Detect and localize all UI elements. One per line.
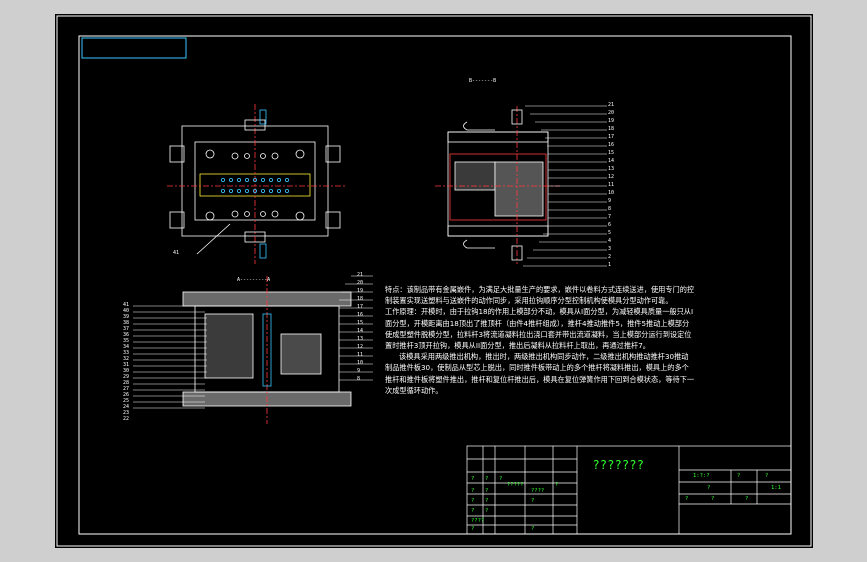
title-block-cell: ? bbox=[531, 526, 535, 532]
description-paragraph-2: 工作原理：开模时，由于拉钩18的作用上模部分不动，模具从I面分型，为减轻模具质量… bbox=[385, 307, 694, 351]
part-number-label: 6 bbox=[608, 222, 612, 228]
title-block-cell: ? bbox=[555, 482, 559, 488]
title-block-cell: ? bbox=[485, 476, 489, 482]
part-number-label: 11 bbox=[608, 182, 615, 188]
part-number-label: 18 bbox=[357, 296, 364, 302]
section-label-a: A---------A bbox=[237, 277, 271, 283]
title-block-cell: ? bbox=[471, 498, 475, 504]
part-number-label: 7 bbox=[608, 214, 612, 220]
part-number-label: 21 bbox=[357, 272, 364, 278]
part-number-label: 25 bbox=[123, 398, 130, 404]
title-block[interactable] bbox=[466, 445, 792, 535]
part-number-label: 40 bbox=[123, 308, 130, 314]
part-number-label: 13 bbox=[608, 166, 615, 172]
title-block-cell: ? bbox=[531, 498, 535, 504]
cad-drawing-canvas[interactable] bbox=[55, 14, 813, 548]
part-number-label: 37 bbox=[123, 326, 130, 332]
title-block-cell: ? bbox=[471, 476, 475, 482]
part-number-label: 14 bbox=[608, 158, 615, 164]
part-number-label: 15 bbox=[357, 320, 364, 326]
part-number-label: 8 bbox=[608, 206, 612, 212]
title-block-cell: ? bbox=[485, 488, 489, 494]
part-number-label: 30 bbox=[123, 368, 130, 374]
part-number-label: 32 bbox=[123, 356, 130, 362]
description-paragraph-1: 特点：该制品带有金属嵌件，为满足大批量生产的要求，嵌件以卷料方式连续送进，使用专… bbox=[385, 285, 695, 306]
description-text: 特点：该制品带有金属嵌件，为满足大批量生产的要求，嵌件以卷料方式连续送进，使用专… bbox=[385, 284, 695, 396]
part-number-label: 3 bbox=[608, 246, 612, 252]
section-label-b: B-------B bbox=[469, 78, 497, 84]
part-number-label: 17 bbox=[608, 134, 615, 140]
part-number-label: 27 bbox=[123, 386, 130, 392]
title-block-cell: ? bbox=[485, 508, 489, 514]
section-b-view[interactable] bbox=[435, 105, 607, 267]
part-label-top: 41 bbox=[173, 250, 180, 256]
part-number-label: 35 bbox=[123, 338, 130, 344]
section-a-view[interactable] bbox=[133, 275, 373, 424]
part-number-label: 4 bbox=[608, 238, 612, 244]
title-block-right-cell: ? bbox=[737, 473, 741, 479]
title-block-right-cell: ? bbox=[745, 496, 749, 502]
part-number-label: 20 bbox=[608, 110, 615, 116]
part-number-label: 39 bbox=[123, 314, 130, 320]
part-number-label: 31 bbox=[123, 362, 130, 368]
drawing-code-box bbox=[81, 37, 187, 59]
outer-frame bbox=[56, 15, 812, 547]
title-block-right-cell: ? bbox=[765, 473, 769, 479]
part-number-label: 33 bbox=[123, 350, 130, 356]
part-number-label: 13 bbox=[357, 336, 364, 342]
title-block-cell: ? bbox=[471, 488, 475, 494]
title-block-right-cell: 1:?:? bbox=[693, 473, 710, 479]
part-number-label: 41 bbox=[123, 302, 130, 308]
part-number-label: 38 bbox=[123, 320, 130, 326]
part-number-label: 21 bbox=[608, 102, 615, 108]
part-number-label: 10 bbox=[608, 190, 615, 196]
part-number-label: 8 bbox=[357, 376, 361, 382]
part-number-label: 36 bbox=[123, 332, 130, 338]
title-block-cell: ? bbox=[499, 476, 503, 482]
title-block-cell: ? bbox=[485, 498, 489, 504]
title-block-cell: ????? bbox=[507, 482, 524, 488]
part-number-label: 20 bbox=[357, 280, 364, 286]
part-number-label: 17 bbox=[357, 304, 364, 310]
part-number-label: 12 bbox=[608, 174, 615, 180]
part-number-label: 28 bbox=[123, 380, 130, 386]
title-block-right-cell: ? bbox=[707, 485, 711, 491]
part-number-label: 19 bbox=[608, 118, 615, 124]
part-number-label: 16 bbox=[608, 142, 615, 148]
part-number-label: 2 bbox=[608, 254, 612, 260]
part-number-label: 11 bbox=[357, 352, 364, 358]
title-block-right-cell: ? bbox=[711, 496, 715, 502]
part-number-label: 24 bbox=[123, 404, 130, 410]
part-number-label: 29 bbox=[123, 374, 130, 380]
title-block-right-cell: ? bbox=[685, 496, 689, 502]
part-number-label: 26 bbox=[123, 392, 130, 398]
inner-frame bbox=[78, 35, 792, 535]
part-number-label: 34 bbox=[123, 344, 130, 350]
part-number-label: 14 bbox=[357, 328, 364, 334]
part-number-label: 22 bbox=[123, 416, 130, 422]
part-number-label: 1 bbox=[608, 262, 612, 268]
title-block-cell: ???? bbox=[531, 488, 545, 494]
description-paragraph-3: 该模具采用两级推出机构，推出时，两级推出机构同步动作，二级推出机构推动推杆30推… bbox=[385, 352, 695, 395]
title-block-cell: ???? bbox=[471, 518, 485, 524]
part-number-label: 9 bbox=[357, 368, 361, 374]
part-number-label: 19 bbox=[357, 288, 364, 294]
title-block-cell: ? bbox=[471, 526, 475, 532]
part-number-label: 9 bbox=[608, 198, 612, 204]
drawing-sheet[interactable]: B-------B A---------A 41 特点：该制品带有金属嵌件，为满… bbox=[55, 14, 813, 548]
part-number-label: 10 bbox=[357, 360, 364, 366]
title-block-right-cell: 1:1 bbox=[771, 485, 781, 491]
plan-view[interactable] bbox=[167, 104, 345, 264]
part-number-label: 15 bbox=[608, 150, 615, 156]
part-number-label: 16 bbox=[357, 312, 364, 318]
part-number-label: 18 bbox=[608, 126, 615, 132]
part-number-label: 23 bbox=[123, 410, 130, 416]
title-block-cell: ? bbox=[471, 508, 475, 514]
part-number-label: 12 bbox=[357, 344, 364, 350]
drawing-title: ??????? bbox=[593, 458, 645, 472]
part-number-label: 5 bbox=[608, 230, 612, 236]
